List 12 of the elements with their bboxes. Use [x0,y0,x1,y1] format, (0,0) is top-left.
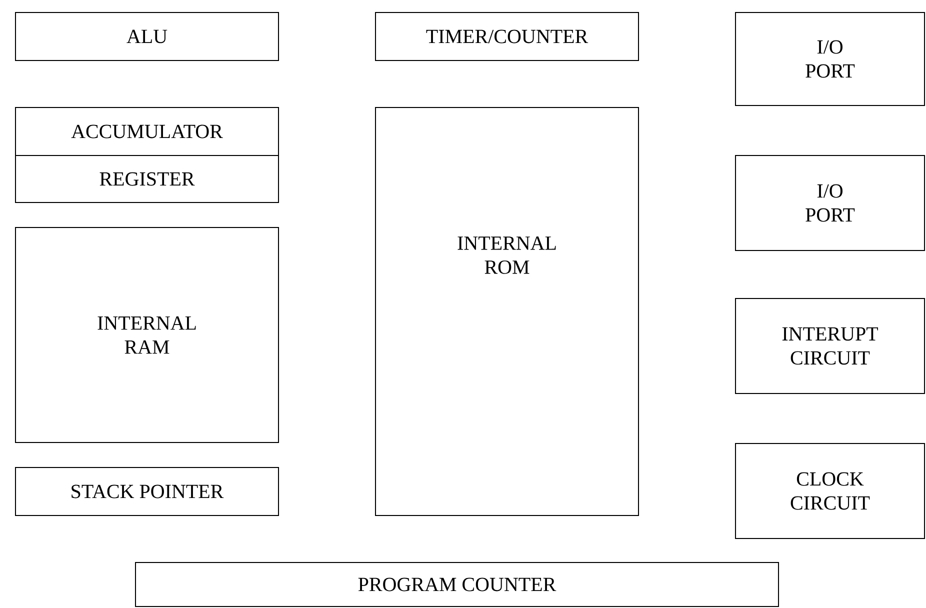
component-box: ACCUMULATOR [15,107,279,156]
component-box: INTERNAL RAM [15,227,279,443]
component-box: CLOCK CIRCUIT [735,443,925,539]
component-box: PROGRAM COUNTER [135,562,779,607]
component-box: I/O PORT [735,12,925,106]
component-box: ALU [15,12,279,61]
component-box: STACK POINTER [15,467,279,516]
component-box: INTERUPT CIRCUIT [735,298,925,394]
component-box: I/O PORT [735,155,925,251]
component-box: INTERNAL ROM [375,107,639,516]
component-box: TIMER/COUNTER [375,12,639,61]
component-box: REGISTER [15,155,279,203]
